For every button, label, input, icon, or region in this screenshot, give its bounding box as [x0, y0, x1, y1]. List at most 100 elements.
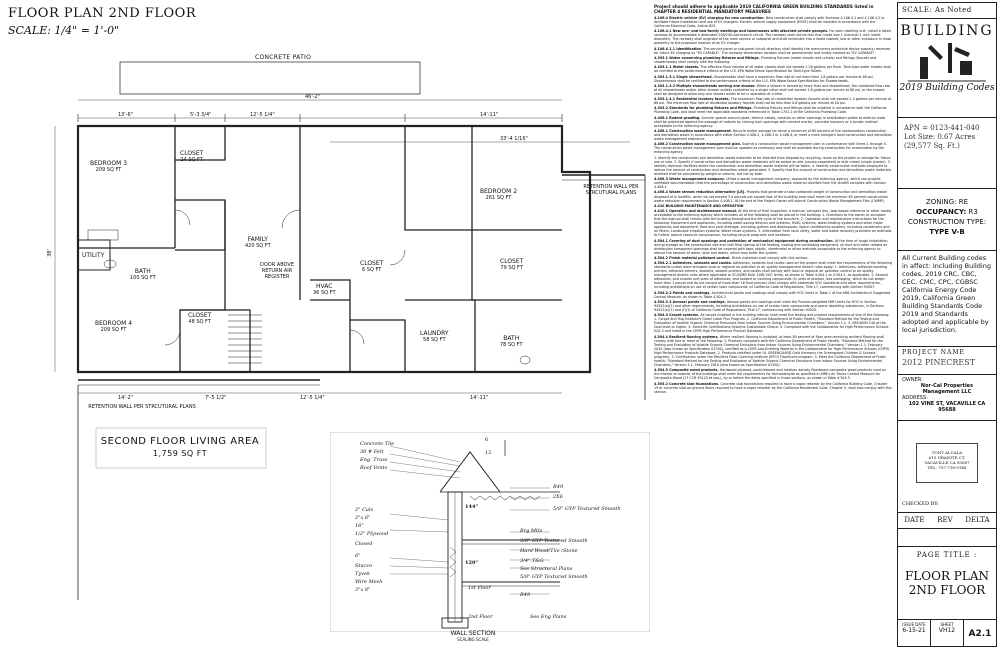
door-note: DOOR ABOVE RETURN AIR REGISTER [260, 262, 294, 280]
project-label: PROJECT NAME [902, 349, 965, 356]
note-lead: 4.504.2.3 Aerosol paints and coatings. [654, 299, 726, 304]
note-paragraph: 4.504.2.2 Paints and coatings. Architect… [654, 291, 892, 299]
note-lead: 4.408.2 Construction waste management pl… [654, 142, 742, 147]
tb-revision-blank [898, 529, 996, 547]
note-lead: 4.303.2 Standards for plumbing fixtures … [654, 106, 753, 111]
construction-value: TYPE V-B [929, 228, 965, 236]
note-text: Finish materials shall comply with this … [731, 255, 809, 260]
living-area-title: SECOND FLOOR LIVING AREA [100, 436, 260, 447]
note-text: The effective flush volume of all water … [654, 65, 891, 74]
codes-badge: 2019 Building Codes [899, 83, 995, 93]
note-paragraph: 4.504.2.1 Adhesives, sealants and caulks… [654, 261, 892, 289]
dim-bottom-mid2: 12'-5 1/4" [300, 395, 325, 401]
note-lead: 4.303.1 Water conserving plumbing fixtur… [654, 55, 760, 60]
note-text: Plumbing fixtures and fittings shall be … [654, 106, 887, 115]
note-text: For each dwelling unit, install a listed… [654, 29, 892, 46]
title-block: SCALE: As Noted BUILDING 2019 Building C… [897, 2, 997, 647]
wall-label-truss: Eng. Truss [360, 457, 388, 463]
floor-plan-drawing [54, 61, 646, 600]
wall-label-1st-floor: 1st Floor [468, 585, 491, 591]
note-paragraph: 4.504.2.3 Aerosol paints and coatings. A… [654, 300, 892, 312]
wall-label-2x6-right: 2X6 [553, 494, 563, 500]
note-lead: 4.505.2 Concrete slab foundations. [654, 381, 720, 386]
note-text: Recycle and/or salvage for reuse a minim… [654, 129, 892, 142]
note-paragraph: 4.408.4 Waste stream reduction alternati… [654, 190, 892, 202]
note-lead: 4.106.4.1 New one- and two-family dwelli… [654, 29, 829, 34]
exterior-wall [76, 124, 592, 374]
patio-outline [119, 61, 421, 95]
owner-name: Nor-Cal Properties Management LLC [920, 383, 974, 395]
wall-height-144: 144" [465, 504, 479, 510]
notes-body: 4.106.4 Electric vehicle (EV) charging f… [654, 16, 892, 394]
rev-col-label: REV [937, 516, 953, 524]
wall-label-6: 6" [355, 553, 361, 559]
note-lead: 4.410.1 Operation and maintenance manual… [654, 209, 738, 214]
wall-label-concrete-tile: Concrete Tile [360, 441, 395, 447]
tb-scale-cell: SCALE: As Noted [898, 3, 996, 19]
tb-apn-cell: APN = 0123-441-040 Lot Size: 0.67 Acres … [898, 117, 996, 189]
notes-header: Project should adhere to applicable 2019… [654, 4, 874, 14]
dim-top-left: 13'-6" [118, 112, 134, 118]
tb-page-title-cell: PAGE TITLE : FLOOR PLAN 2ND FLOOR [898, 547, 996, 622]
green-building-notes: Project should adhere to applicable 2019… [654, 4, 892, 644]
living-area-label: SECOND FLOOR LIVING AREA 1,759 SQ FT [100, 436, 260, 460]
note-paragraph: 4.303.2 Standards for plumbing fixtures … [654, 106, 892, 114]
stamp-city: VACAVILLE CA 95687 [924, 460, 970, 465]
note-paragraph: 4.410.1 Operation and maintenance manual… [654, 209, 892, 237]
note-paragraph: 4.504.2 Finish material pollutant contro… [654, 256, 892, 260]
note-paragraph: 4.303.1.4.1 Residential lavatory faucets… [654, 97, 892, 105]
wall-label-tg: 3/4" T&G [520, 558, 544, 564]
dim-left-overall: 38' [46, 249, 53, 257]
note-paragraph: 1. Identify the construction and demolit… [654, 156, 892, 176]
issue-date-label: ISSUE DATE [902, 622, 926, 627]
issue-date: 6-15-21 [902, 627, 926, 634]
note-paragraph: 4.504.1 Covering of duct openings and pr… [654, 239, 892, 255]
note-lead: 4.408.3 Waste management company. [654, 177, 726, 182]
plan-title: FLOOR PLAN 2ND FLOOR [8, 6, 197, 21]
tb-revision-cell: DATE REV DELTA [898, 513, 996, 529]
wall-label-structural: See Structural Plans [520, 566, 573, 572]
owner-label: OWNER: [902, 377, 923, 383]
note-text: Hardwood plywood, particleboard and medi… [654, 368, 887, 381]
note-text: The service panel or sub-panel circuit d… [654, 46, 891, 55]
note-lead: 4.106.4 Electric vehicle (EV) charging f… [654, 16, 765, 20]
dim-top-mid1: 5'-3 3/4" [190, 112, 212, 118]
dim-top-right: 14'-11" [480, 112, 499, 118]
note-paragraph: 4.504.5 Composite wood products. Hardwoo… [654, 368, 892, 380]
note-text: Concrete slab foundations required to ha… [654, 381, 892, 394]
wall-label-16: 16" [355, 523, 364, 529]
plan-scale: SCALE: 1/4" = 1'-0" [8, 24, 120, 37]
wall-label-eng-plans: See Eng Plans [530, 614, 567, 620]
note-lead: 4.106.4.1.1 Identification. [654, 46, 703, 51]
designer-stamp: TONY ALCALA 615 GRANITE CT. VACAVILLE CA… [916, 443, 978, 483]
note-paragraph: 4.408.1 Construction waste management. R… [654, 129, 892, 141]
dim-bottom-right: 14'-11" [470, 395, 489, 401]
scale-note: SCALE: As Noted [902, 6, 972, 14]
patio-label: CONCRETE PATIO [255, 54, 312, 61]
wall-section-subtitle: SCALING SCALE [457, 637, 489, 642]
wall-label-plywood: 1/2" Plywood [355, 531, 389, 537]
lot-sqft: (29,577 Sq. Ft.) [904, 142, 960, 150]
wall-height-120: 120" [465, 560, 479, 566]
note-paragraph: 4.303.1.3.2 Multiple showerheads serving… [654, 84, 892, 96]
wall-label-felt: 30 # Felt [360, 449, 384, 455]
note-lead: 4.504.3 Carpet systems. [654, 313, 700, 318]
note-lead: 4.504.2.2 Paints and coatings. [654, 290, 711, 295]
dim-bottom-left: 14'-2" [118, 395, 134, 401]
note-lead: 4.504.2 Finish material pollutant contro… [654, 255, 731, 260]
wall-section-title: WALL SECTION SCALING SCALE [438, 630, 508, 642]
retaining-wall-note-bottom: RETENTION WALL PER STRCUTURAL PLANS [88, 404, 196, 410]
note-text: All carpet installed in the building int… [654, 313, 890, 334]
retaining-wall-note-top: RETENTION WALL PER STRCUTURAL PLANS [583, 184, 639, 196]
sheet-code: VH12 [938, 627, 956, 634]
note-lead: 4.303.1.4.1 Residential lavatory faucets… [654, 97, 730, 102]
note-lead: 4.408.1 Construction waste management. [654, 129, 732, 134]
note-lead: 4.303.1.3.2 Multiple showerheads serving… [654, 83, 756, 88]
wall-pitch-6: 6 [485, 437, 489, 443]
wall-label-2nd-floor: 2nd Floor [468, 614, 493, 620]
stamp-street: 615 GRANITE CT. [928, 455, 966, 460]
